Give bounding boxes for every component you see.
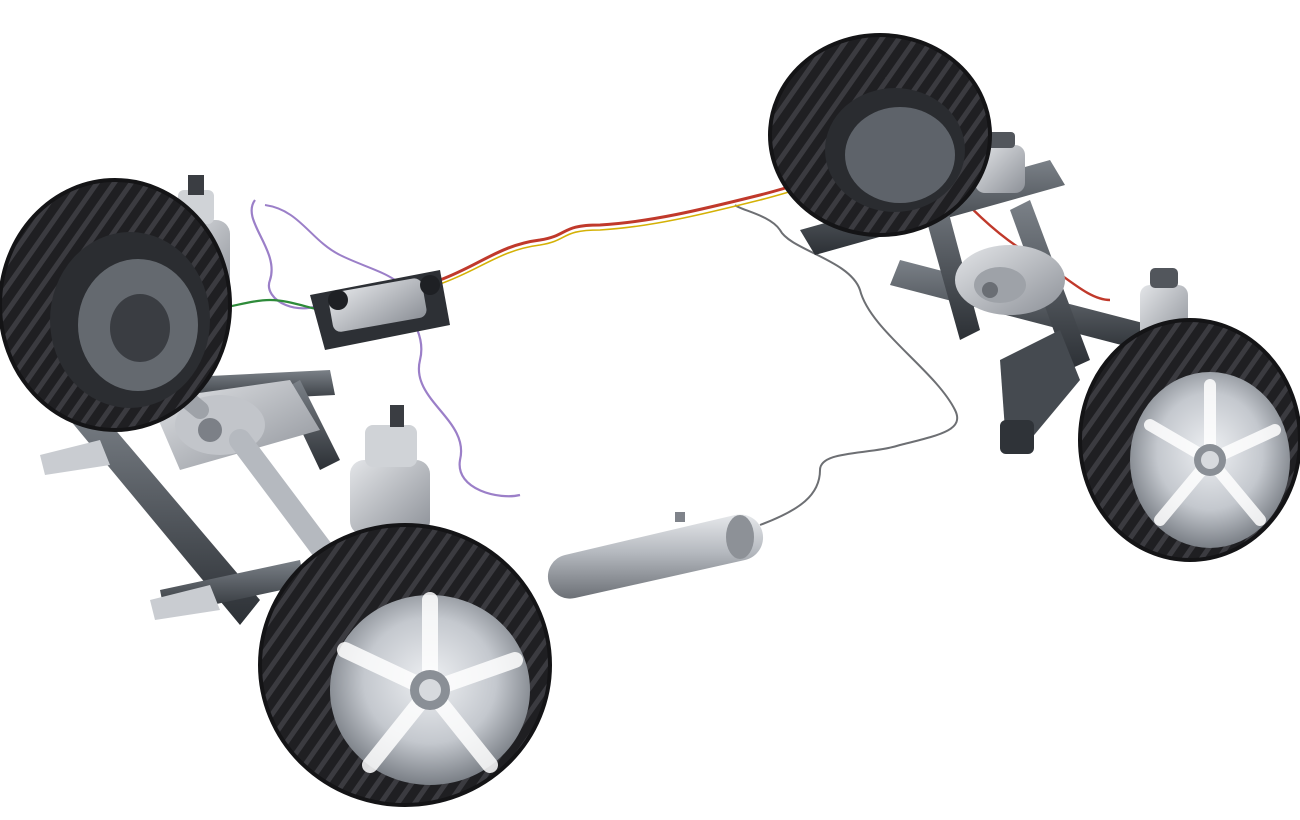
air-line-front-2 [264,204,396,281]
rear-differential [955,245,1065,315]
front-right-wheel [258,523,552,807]
air-compressor [310,270,450,350]
air-line-rear [734,204,958,526]
front-drive-shaft [229,429,341,571]
front-air-strut-right [350,405,430,535]
rear-left-wheel [768,33,992,237]
front-left-wheel [0,178,232,432]
rear-right-wheel [1078,318,1300,562]
pressure-reservoir [547,512,764,599]
